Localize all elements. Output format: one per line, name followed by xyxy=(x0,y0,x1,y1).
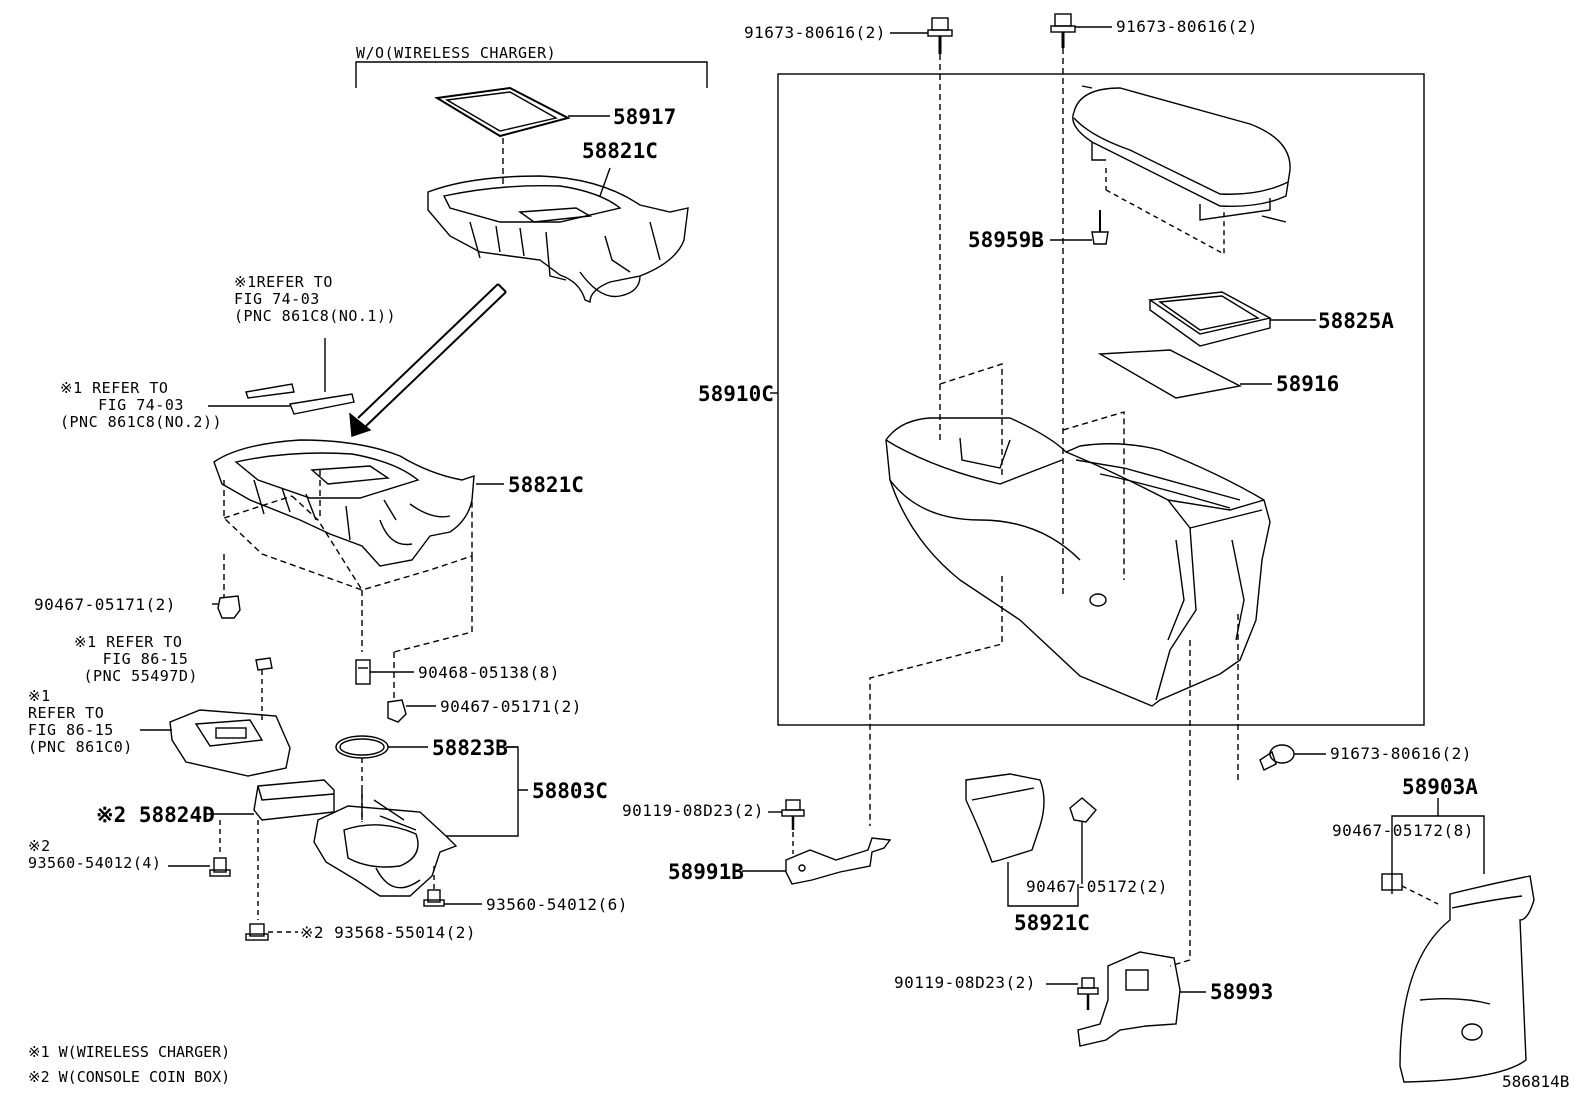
bolt-90119-b xyxy=(1077,977,1099,1010)
bracket-58993 xyxy=(1077,951,1181,1047)
footnote-wireless-charger: ※1 W(WIRELESS CHARGER) xyxy=(28,1043,231,1061)
part-label-91673-80616-b: 91673-80616(2) xyxy=(1116,17,1258,36)
part-label-58991b: 58991B xyxy=(668,860,744,884)
wireless-charger-module xyxy=(169,709,291,777)
wireless-pad-no1 xyxy=(289,393,355,415)
bolt-91673-b xyxy=(1050,13,1076,48)
ref-note-fig74-no1: ※1REFER TO FIG 74-03 (PNC 861C8(NO.1)) xyxy=(234,273,397,325)
clip-90468-05138 xyxy=(355,659,371,685)
part-label-58993: 58993 xyxy=(1210,980,1274,1004)
console-assembly-frame xyxy=(777,73,1425,726)
part-label-58903a: 58903A xyxy=(1402,775,1478,799)
shifter-housing-58803c xyxy=(313,790,458,897)
variant-label: W/O(WIRELESS CHARGER) xyxy=(356,44,557,62)
ref-note-fig86-861c0: ※1 REFER TO FIG 86-15 (PNC 861C0) xyxy=(28,687,133,756)
part-label-58959b: 58959B xyxy=(968,228,1044,252)
part-58821c-top-panel xyxy=(427,175,689,304)
part-label-93560-54012-6: 93560-54012(6) xyxy=(486,895,628,914)
variant-bracket xyxy=(355,61,708,88)
bolt-91673-c xyxy=(1259,744,1295,771)
part-label-91673-80616-a: 91673-80616(2) xyxy=(744,23,886,42)
clip-90467-05171-left xyxy=(217,595,241,619)
bolt-91673-a xyxy=(927,17,953,54)
part-label-58916: 58916 xyxy=(1276,372,1340,396)
part-label-90467-05172-8: 90467-05172(8) xyxy=(1332,821,1474,840)
part-label-58803c: 58803C xyxy=(532,779,608,803)
wireless-pad-no2 xyxy=(245,383,295,399)
bolt-93560-right xyxy=(423,889,445,907)
bolt-93560-left xyxy=(209,857,231,877)
console-body-58910c xyxy=(885,417,1271,707)
mid-panel-dashes xyxy=(223,470,473,653)
screw-58959b xyxy=(1091,210,1109,245)
mat-58916 xyxy=(1097,349,1243,399)
part-label-90468-05138: 90468-05138(8) xyxy=(418,663,560,682)
clip-90467-05171-right xyxy=(387,699,407,723)
part-label-91673-80616-c: 91673-80616(2) xyxy=(1330,744,1472,763)
ref-note-fig86-55497d: ※1 REFER TO FIG 86-15 (PNC 55497D) xyxy=(74,633,198,685)
footnote-console-coin-box: ※2 W(CONSOLE COIN BOX) xyxy=(28,1068,231,1086)
part-label-90119-08d23-b: 90119-08D23(2) xyxy=(894,973,1036,992)
part-label-93568-55014: ※2 93568-55014(2) xyxy=(300,923,477,942)
cover-58921c xyxy=(965,773,1045,863)
part-label-58921c: 58921C xyxy=(1014,911,1090,935)
part-58821c-mid-panel xyxy=(213,439,475,567)
coin-box-58824d xyxy=(253,779,335,821)
part-label-58821c-top: 58821C xyxy=(582,139,658,163)
clip-90467-05172-cover xyxy=(1069,797,1097,823)
part-label-58824d: ※2 58824D xyxy=(96,803,215,827)
part-label-58821c-mid: 58821C xyxy=(508,473,584,497)
part-label-58917: 58917 xyxy=(613,105,677,129)
part-label-90119-08d23-a: 90119-08D23(2) xyxy=(622,801,764,820)
tray-58825a xyxy=(1148,291,1272,347)
part-label-90467-05172-2: 90467-05172(2) xyxy=(1026,877,1168,896)
part-58917-pad xyxy=(434,86,571,138)
part-label-58910c: 58910C xyxy=(698,382,774,406)
bracket-58991b xyxy=(785,837,892,885)
clip-90467-05172-panel xyxy=(1381,873,1403,891)
console-dashes xyxy=(869,363,1239,967)
armrest-lid xyxy=(1072,87,1291,221)
ref-note-fig74-no2: ※1 REFER TO FIG 74-03 (PNC 861C8(NO.2)) xyxy=(60,379,223,431)
part-label-90467-05171-left: 90467-05171(2) xyxy=(34,595,176,614)
bolt-90119-a xyxy=(781,799,805,830)
part-58823b-ring xyxy=(335,735,389,759)
bolt-93568 xyxy=(245,923,269,941)
side-panel-58903a xyxy=(1399,875,1535,1083)
wireless-bracket xyxy=(255,657,273,671)
part-label-93560-54012-4: ※2 93560-54012(4) xyxy=(28,837,162,872)
part-label-58823b: 58823B xyxy=(432,736,508,760)
figure-id: 586814B xyxy=(1502,1072,1570,1091)
part-label-90467-05171-right: 90467-05171(2) xyxy=(440,697,582,716)
assembly-arrow xyxy=(349,283,507,437)
part-label-58825a: 58825A xyxy=(1318,309,1394,333)
